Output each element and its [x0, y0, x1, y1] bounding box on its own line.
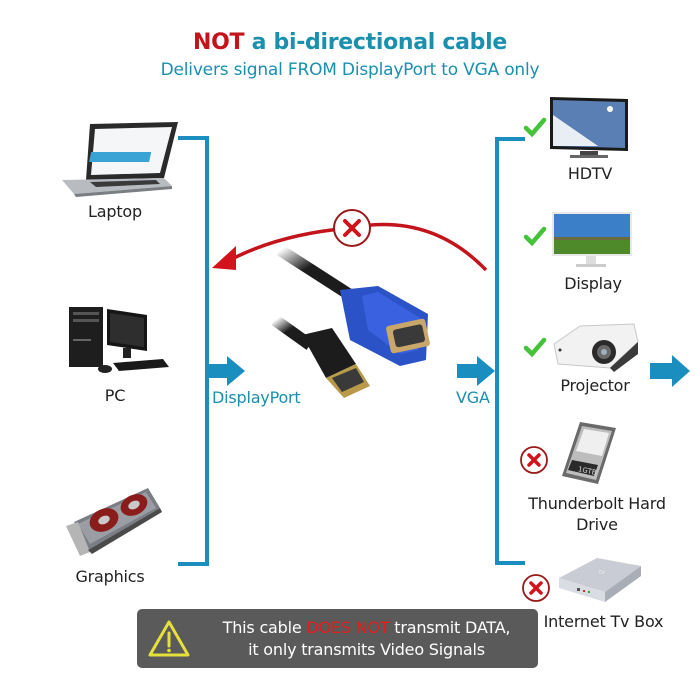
cable-illustration [271, 244, 430, 398]
source-label-laptop: Laptop [88, 202, 142, 221]
desktop-pc-icon [69, 307, 169, 373]
title-highlight: NOT [193, 30, 245, 55]
destination-bracket [495, 137, 525, 565]
svg-text:tv: tv [599, 569, 605, 576]
svg-text:1GTB: 1GTB [577, 465, 597, 477]
warning-triangle-icon [148, 620, 190, 657]
check-icon [523, 117, 547, 138]
warning-line-2: it only transmits Video Signals [248, 640, 485, 659]
x-circle-icon [522, 574, 550, 602]
destination-label-tv-box: Internet Tv Box [543, 612, 664, 631]
x-icon [343, 219, 361, 237]
display-monitor-icon [552, 212, 632, 267]
destination-label-hdtv: HDTV [567, 164, 613, 183]
warning-message: This cable DOES NOT transmit DATA, it on… [199, 617, 534, 661]
warning-line-1: This cable DOES NOT transmit DATA, [199, 617, 534, 639]
hdtv-icon [550, 97, 628, 158]
projector-icon [553, 323, 639, 372]
destination-label-hard-drive-line2: Drive [576, 515, 618, 534]
graphics-card-icon [66, 488, 162, 556]
diagram-subtitle: Delivers signal FROM DisplayPort to VGA … [160, 60, 540, 80]
destination-label-projector: Projector [560, 376, 630, 395]
port-label-vga: VGA [456, 388, 490, 407]
check-icon [523, 337, 547, 358]
check-icon [523, 226, 547, 247]
source-label-graphics: Graphics [75, 567, 145, 586]
hard-drive-icon: 1GTB [562, 422, 616, 484]
warning-suffix: transmit DATA, [389, 618, 511, 637]
destination-label-hard-drive: Thunderbolt Hard Drive [522, 493, 672, 535]
output-arrow-icon [457, 356, 495, 386]
warning-highlight: DOES NOT [306, 618, 390, 637]
title-text: a bi-directional cable [244, 30, 508, 55]
source-bracket [178, 136, 209, 566]
warning-prefix: This cable [222, 618, 307, 637]
laptop-icon [62, 122, 178, 197]
destination-label-hard-drive-line1: Thunderbolt Hard [528, 494, 666, 513]
diagram-title: NOT a bi-directional cable [0, 30, 700, 55]
port-label-displayport: DisplayPort [212, 388, 301, 407]
destination-label-display: Display [564, 274, 622, 293]
warning-banner: This cable DOES NOT transmit DATA, it on… [137, 609, 538, 668]
reverse-direction-arrow [212, 209, 488, 272]
x-circle-icon [520, 446, 548, 474]
further-output-arrow-icon [650, 355, 690, 387]
input-arrow-icon [207, 356, 245, 386]
source-label-pc: PC [104, 386, 126, 405]
tv-box-icon: tv [559, 558, 641, 602]
